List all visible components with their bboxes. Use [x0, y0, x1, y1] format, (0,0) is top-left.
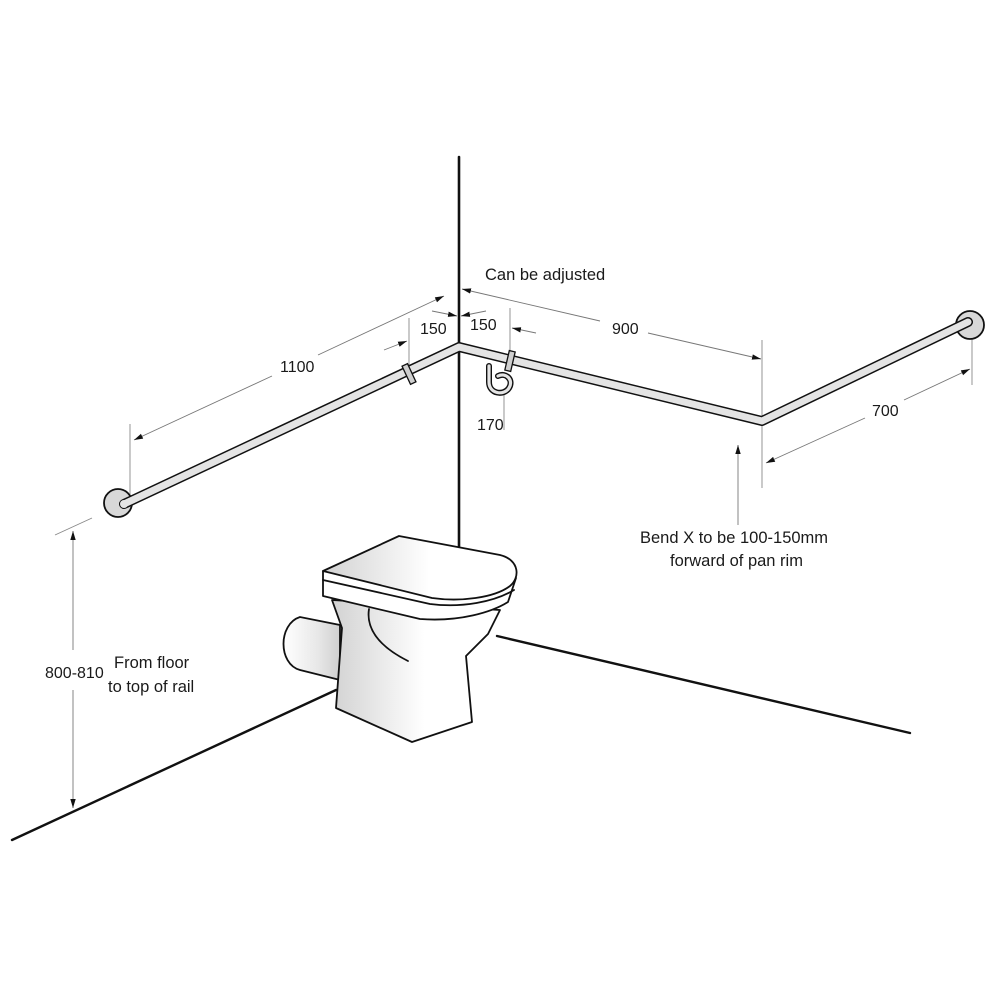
note-bend-line2: forward of pan rim — [670, 552, 803, 570]
pan-lid-edge — [322, 579, 515, 607]
rail-outline — [119, 317, 973, 509]
grab-rail — [103, 310, 985, 518]
note-height-line2: to top of rail — [108, 678, 194, 696]
dim-700-line-b — [903, 368, 971, 401]
dim-900-line-a — [461, 288, 601, 322]
joint-sleeve-right — [504, 349, 516, 373]
dim-1100-line-a — [133, 375, 273, 441]
ext-height-top — [54, 517, 93, 536]
left-rail-end — [120, 500, 128, 508]
floor-left-edge — [10, 688, 338, 842]
rail-body — [120, 318, 972, 508]
labels: Can be adjusted 1100 150 150 900 700 170… — [45, 266, 899, 696]
dim-150-left-arrow — [383, 340, 408, 351]
dim-150-right-arrow — [511, 327, 537, 334]
pan-pedestal — [331, 599, 501, 743]
room-geometry — [10, 155, 912, 842]
dim-900-line-b — [647, 332, 762, 360]
dim-700-line-a — [765, 417, 866, 464]
dim-150-inner-right — [460, 310, 487, 317]
waste-pipe — [282, 616, 341, 682]
pan-bowl-curve — [367, 608, 409, 662]
pan-lid — [322, 535, 518, 601]
dimension-lines — [54, 288, 973, 808]
dim-height-label: 800-810 — [45, 665, 104, 682]
dim-170-label: 170 — [477, 417, 504, 434]
dim-150-left-label: 150 — [420, 321, 447, 338]
joint-sleeve-left — [401, 362, 417, 386]
toilet-pan — [282, 535, 518, 743]
dim-150-inner-left — [431, 310, 458, 317]
dim-700-label: 700 — [872, 403, 899, 420]
note-bend-line1: Bend X to be 100-150mm — [640, 529, 828, 547]
floor-right-edge — [495, 634, 912, 735]
support-bracket-inner — [487, 364, 513, 395]
dim-1100-line-b — [317, 295, 445, 356]
dim-900-label: 900 — [612, 321, 639, 338]
note-height-line1: From floor — [114, 654, 190, 672]
dim-150-right-label: 150 — [470, 317, 497, 334]
dim-1100-label: 1100 — [280, 359, 315, 376]
note-can-be-adjusted: Can be adjusted — [485, 266, 605, 284]
